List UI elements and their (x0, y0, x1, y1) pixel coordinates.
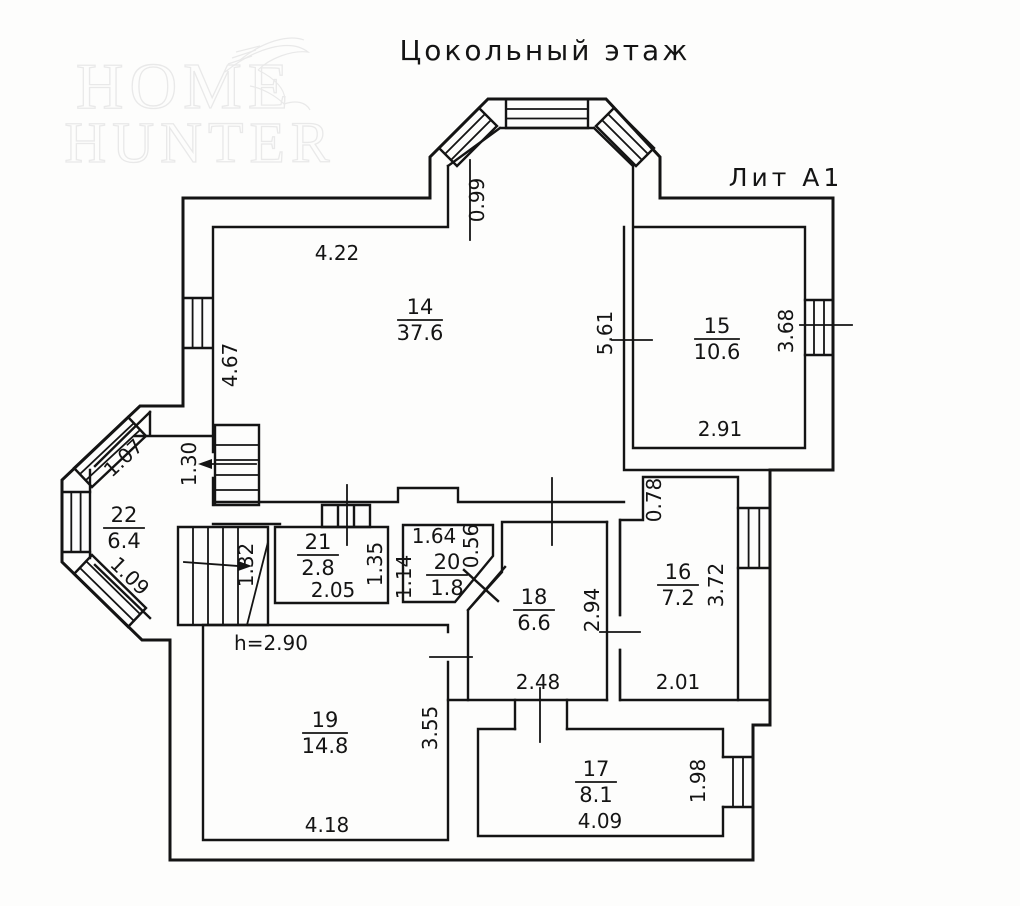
window-room17-right (721, 755, 755, 809)
room-19-number: 19 (312, 708, 339, 732)
room-17-label: 17 8.1 (575, 757, 617, 807)
room-14-area: 37.6 (397, 321, 444, 345)
room-17-outline (476, 727, 725, 838)
watermark-hunter-text: HUNTER (64, 110, 335, 175)
page-title: Цокольный этаж (400, 34, 691, 67)
room-16-outline (618, 475, 740, 702)
stairs-upper-arrowhead (198, 459, 212, 469)
dim-room19-right-height: 3.55 (418, 706, 442, 751)
room-18-outline (466, 520, 609, 702)
dim-room20-right-height: 0.56 (459, 524, 483, 569)
bay-window-left (60, 415, 148, 629)
dim-bay-depth: 0.99 (465, 178, 489, 223)
dim-room15-bottom-width: 2.91 (698, 417, 743, 441)
room-21-label: 21 2.8 (297, 530, 339, 580)
room-19-area: 14.8 (302, 734, 349, 758)
dim-room19-ceiling-height: h=2.90 (234, 631, 308, 655)
door-20-18 (462, 565, 507, 612)
stairs-upper (198, 423, 261, 507)
room-18-label: 18 6.6 (513, 585, 555, 635)
room-18-number: 18 (521, 585, 548, 609)
bay-window-top (437, 97, 656, 168)
room-16-number: 16 (665, 560, 692, 584)
room-16-label: 16 7.2 (657, 560, 699, 610)
room-22-number: 22 (111, 503, 138, 527)
room-22-area: 6.4 (107, 529, 140, 553)
room-14-label: 14 37.6 (397, 295, 444, 345)
dim-room16-right-height: 3.72 (704, 563, 728, 608)
room-19-outline (201, 623, 450, 842)
room-15-label: 15 10.6 (694, 314, 741, 364)
dim-stairs-lower-width: 1.32 (234, 543, 258, 588)
room-20-area: 1.8 (430, 576, 463, 600)
room-18-area: 6.6 (517, 611, 550, 635)
stairs-lower-arrowhead (238, 561, 252, 571)
dim-room21-bottom-width: 2.05 (311, 578, 356, 602)
room-22-label: 22 6.4 (103, 503, 145, 553)
wall-ticks (346, 159, 853, 743)
dim-room18-bottom-width: 2.48 (516, 670, 561, 694)
dim-room14-top-width: 4.22 (315, 241, 360, 265)
dim-room14-left-height: 4.67 (218, 343, 242, 388)
room-20-label: 20 1.8 (426, 550, 468, 600)
dim-room15-left-height: 5.61 (593, 311, 617, 356)
dim-room21-right-height: 1.35 (363, 542, 387, 587)
room-19-label: 19 14.8 (302, 708, 349, 758)
room-16-area: 7.2 (661, 586, 694, 610)
window-room15-right (803, 298, 835, 357)
dim-stairs-upper-width: 1.30 (177, 442, 201, 487)
home-hunter-watermark: HOME HUNTER (64, 37, 335, 176)
window-room14-left (181, 296, 214, 350)
room-17-number: 17 (583, 757, 610, 781)
room-17-area: 8.1 (579, 783, 612, 807)
room-21-number: 21 (305, 530, 332, 554)
dim-room17-right-height: 1.98 (686, 759, 710, 804)
dim-room19-bottom-width: 4.18 (305, 813, 350, 837)
room-20-number: 20 (434, 550, 461, 574)
dim-room16-notch-height: 0.78 (642, 478, 666, 523)
dim-room17-bottom-width: 4.09 (578, 809, 623, 833)
eagle-icon (224, 37, 311, 111)
building-liter-label: Лит А1 (729, 163, 844, 192)
room-15-number: 15 (704, 314, 731, 338)
dim-room20-top-width: 1.64 (412, 524, 457, 548)
room-21-area: 2.8 (301, 556, 334, 580)
dim-room16-bottom-width: 2.01 (656, 670, 701, 694)
stairs-lower (176, 525, 270, 627)
dim-room20-left-height: 1.14 (392, 555, 416, 600)
dim-room15-right-height: 3.68 (774, 309, 798, 354)
room-15-area: 10.6 (694, 340, 741, 364)
room-14-number: 14 (407, 295, 434, 319)
dim-room18-right-height: 2.94 (580, 588, 604, 633)
window-room16-right (736, 506, 772, 570)
vent-shaft (320, 503, 372, 529)
